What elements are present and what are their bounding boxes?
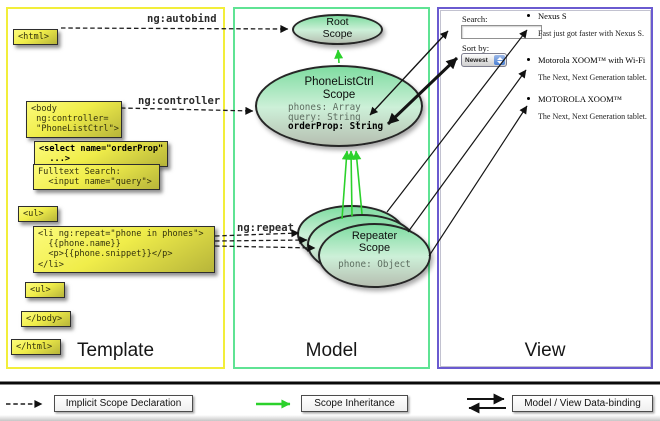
item-desc: The Next, Next Generation tablet. xyxy=(538,112,647,121)
legend-scope-inheritance: Scope Inheritance xyxy=(301,395,408,412)
code-select: <select name="orderProp" ...> xyxy=(34,140,168,168)
prop-query: query: String xyxy=(288,111,361,123)
legend-model-view-databinding: Model / View Data-binding xyxy=(512,395,653,412)
code-body-close: </body> xyxy=(21,310,71,327)
prop-phones: phones: Array xyxy=(288,102,361,113)
select-stepper-icon xyxy=(494,55,505,65)
item-title: MOTOROLA XOOM™ xyxy=(538,94,622,104)
code-fulltext-search: Fulltext Search: <input name="query"> xyxy=(33,163,160,191)
code-ul-open: <ul> xyxy=(18,205,58,222)
list-item-nexus: Nexus S Fast just got faster with Nexus … xyxy=(527,11,652,38)
model-panel: Model xyxy=(233,7,430,369)
list-item-xoom-wifi: Motorola XOOM™ with Wi-Fi The Next, Next… xyxy=(527,55,652,82)
phonelistctrl-scope-name: PhoneListCtrl Scope xyxy=(304,76,374,101)
repeater-scope-ellipse-front xyxy=(318,223,431,288)
template-panel-title: Template xyxy=(76,340,155,361)
sort-select-value: Newest xyxy=(465,57,488,64)
prop-phone: phone: Object xyxy=(338,259,411,270)
ng-controller-label: ng:controller xyxy=(138,95,221,107)
ng-autobind-label: ng:autobind xyxy=(147,13,217,25)
item-title: Nexus S xyxy=(538,11,567,21)
code-html-close: </html> xyxy=(11,338,61,355)
code-html-open: <html> xyxy=(13,28,58,45)
item-title: Motorola XOOM™ with Wi-Fi xyxy=(538,55,646,65)
bullet-icon xyxy=(527,14,530,17)
root-scope-name: Root Scope xyxy=(322,16,353,40)
bullet-icon xyxy=(527,97,530,100)
ng-repeat-label: ng:repeat xyxy=(237,222,294,234)
code-ul-close: <ul> xyxy=(25,281,65,298)
view-panel-title: View xyxy=(524,340,566,361)
window-bottom-edge xyxy=(0,415,660,421)
root-scope-ellipse xyxy=(292,14,383,45)
search-label: Search: xyxy=(462,14,488,24)
item-desc: The Next, Next Generation tablet. xyxy=(538,73,647,82)
code-li-repeat: <li ng:repeat="phone in phones"> {{phone… xyxy=(33,225,215,273)
prop-orderprop: orderProp: String xyxy=(288,121,384,132)
sort-select[interactable]: Newest xyxy=(461,53,507,67)
list-item-xoom: MOTOROLA XOOM™ The Next, Next Generation… xyxy=(527,94,652,121)
item-desc: Fast just got faster with Nexus S. xyxy=(538,29,644,38)
bullet-icon xyxy=(527,58,530,61)
repeater-scope-name: Repeater Scope xyxy=(351,230,398,255)
code-body-open: <body ng:controller= "PhoneListCtrl"> xyxy=(26,100,122,138)
model-panel-title: Model xyxy=(305,340,358,361)
sort-by-label: Sort by: xyxy=(462,43,490,53)
legend-implicit-scope-declaration: Implicit Scope Declaration xyxy=(54,395,193,412)
